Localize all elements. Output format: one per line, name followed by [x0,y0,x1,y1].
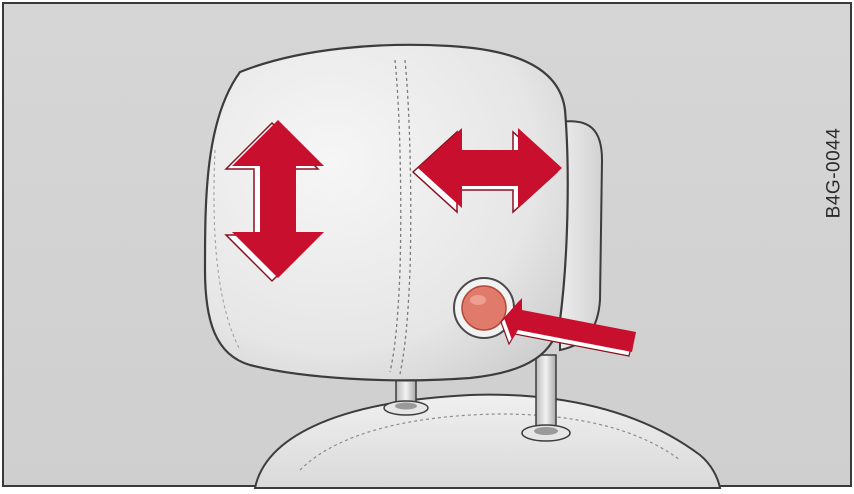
figure-code-label: B4G-0044 [822,118,846,228]
figure-code: B4G-0044 [823,128,845,219]
